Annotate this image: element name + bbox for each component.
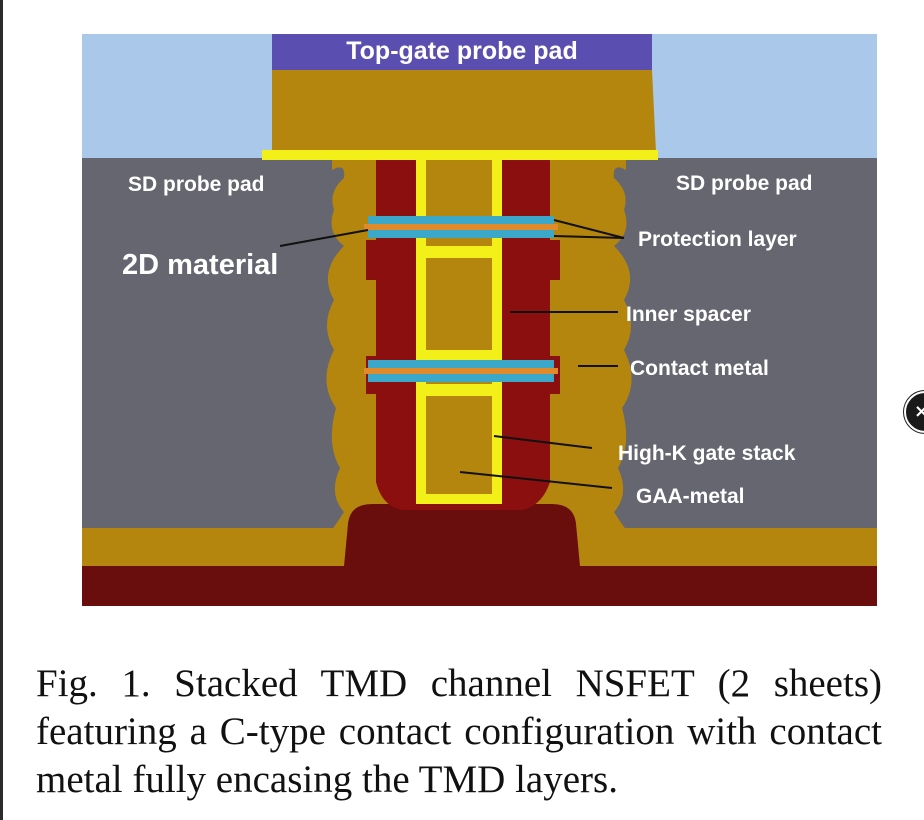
close-overlay-button[interactable]: × xyxy=(904,391,924,433)
top-gate-metal xyxy=(272,70,656,152)
nsfet-cross-section-diagram: Top-gate probe pad SD probe pad SD probe… xyxy=(82,34,877,606)
label-sd-probe-pad-right: SD probe pad xyxy=(676,172,813,195)
tmd-channel-2 xyxy=(364,368,558,374)
gaa-metal-core xyxy=(426,160,492,494)
protection-layer-1-top xyxy=(368,216,554,224)
top-gate-probe-pad xyxy=(272,34,652,70)
figure-caption: Fig. 1. Stacked TMD channel NSFET (2 she… xyxy=(36,662,882,801)
label-high-k-gate-stack: High-K gate stack xyxy=(618,442,796,465)
leader-gaa-metal xyxy=(459,471,613,489)
substrate-layer xyxy=(82,566,877,606)
protection-layer-2-top xyxy=(368,360,554,368)
leader-protection-top xyxy=(553,219,625,239)
leader-high-k xyxy=(493,435,593,449)
high-k-sheet-frame-3 xyxy=(426,384,492,396)
label-contact-metal: Contact metal xyxy=(630,357,769,380)
label-gaa-metal: GAA-metal xyxy=(636,485,745,508)
protection-layer-2-bottom xyxy=(368,374,554,382)
high-k-sheet-frame-2 xyxy=(426,350,492,362)
leader-2d-material xyxy=(279,229,369,247)
label-sd-probe-pad-left: SD probe pad xyxy=(128,173,265,196)
label-top-gate-probe-pad: Top-gate probe pad xyxy=(346,37,577,65)
high-k-sheet-frame-1 xyxy=(426,246,492,258)
tmd-channel-1 xyxy=(364,224,558,230)
substrate-bump xyxy=(344,504,580,566)
leader-protection-bottom xyxy=(553,235,625,239)
label-2d-material: 2D material xyxy=(122,249,278,281)
window-frame-edge xyxy=(0,0,3,820)
label-inner-spacer: Inner spacer xyxy=(626,303,751,326)
protection-layer-1-bottom xyxy=(368,230,554,238)
label-protection-layer: Protection layer xyxy=(638,228,797,251)
